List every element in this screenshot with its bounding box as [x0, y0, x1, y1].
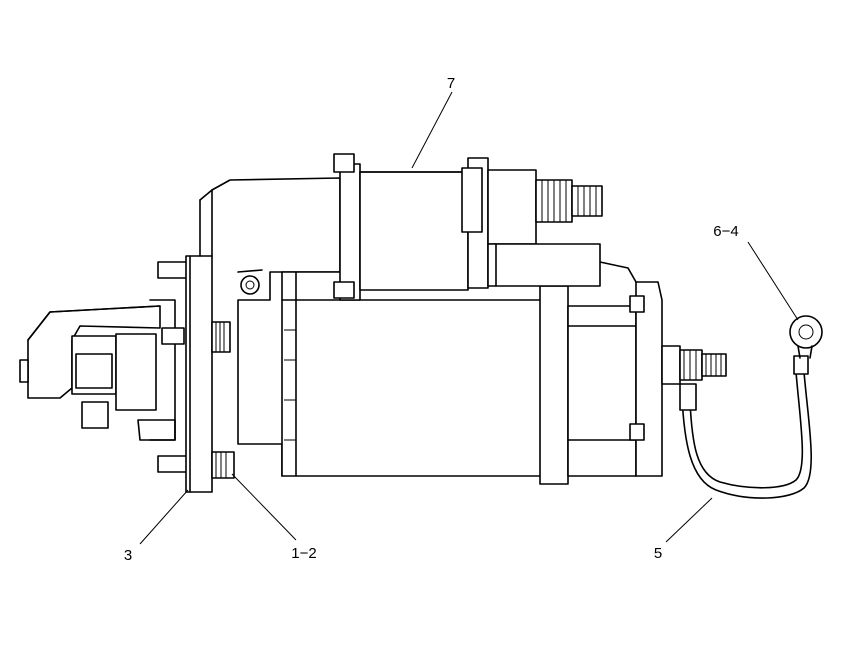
callout-3: 3 [124, 547, 132, 564]
leader-lines [139, 91, 799, 545]
leader-6-4 [747, 241, 799, 321]
leader-1-2 [231, 473, 297, 541]
motor-frame [281, 261, 727, 485]
solenoid [333, 153, 603, 301]
callout-6-4: 6−4 [713, 223, 738, 240]
leader-7 [411, 91, 453, 169]
callout-1-2: 1−2 [291, 545, 316, 562]
mounting-flange [185, 255, 235, 493]
ground-cable [679, 315, 823, 499]
callout-7: 7 [447, 75, 455, 92]
intermediate-housing [199, 177, 341, 477]
callout-5: 5 [654, 545, 662, 562]
leader-5 [665, 497, 713, 543]
drive-housing [19, 261, 189, 473]
leader-3 [139, 489, 189, 545]
